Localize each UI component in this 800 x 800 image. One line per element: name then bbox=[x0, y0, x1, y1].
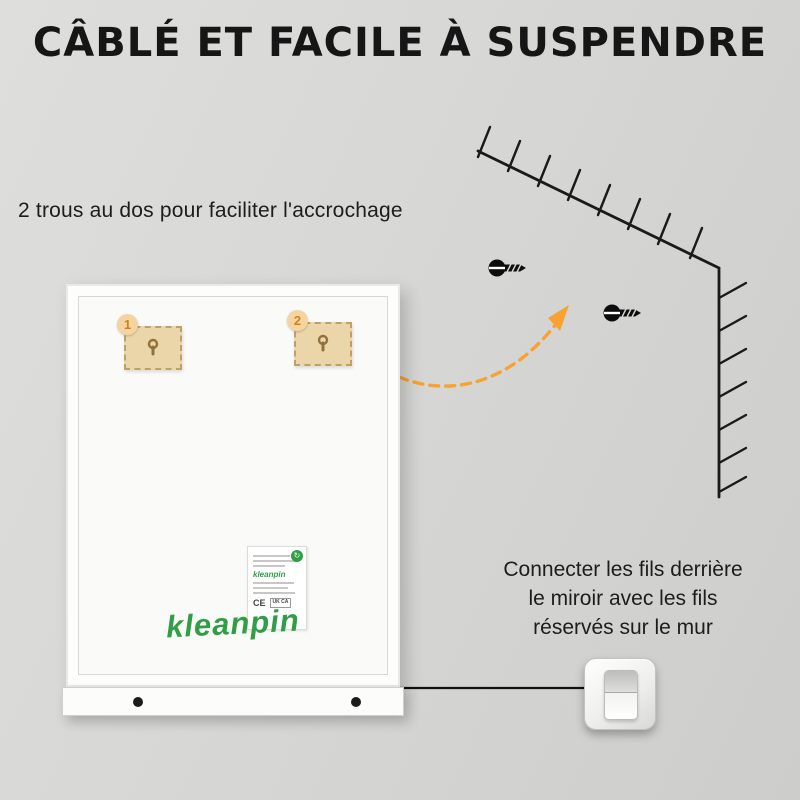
screw-icon-1 bbox=[488, 259, 526, 277]
switch-rocker-bottom bbox=[605, 693, 637, 719]
brand-logo: kleanpin bbox=[165, 602, 301, 645]
wiring-note: Connecter les fils derrière le miroir av… bbox=[478, 556, 768, 643]
hanger-number-2: 2 bbox=[287, 310, 308, 331]
ukca-mark: UK CA bbox=[269, 598, 292, 608]
mirror-bottom-ledge bbox=[62, 687, 404, 716]
wiring-note-line-2: le miroir avec les fils bbox=[528, 586, 718, 610]
screw-icon-2 bbox=[603, 304, 641, 322]
screw-cap-right bbox=[351, 697, 361, 707]
wiring-note-line-1: Connecter les fils derrière bbox=[503, 558, 743, 581]
product-label-sticker: ↻ kleanpin CE UK CA bbox=[247, 546, 307, 630]
hanging-note: 2 trous au dos pour faciliter l'accrocha… bbox=[18, 199, 403, 222]
sticker-text-line bbox=[253, 587, 288, 589]
page-title: CÂBLÉ ET FACILE À SUSPENDRE bbox=[32, 20, 768, 66]
ce-mark: CE bbox=[253, 598, 266, 608]
sticker-brand: kleanpin bbox=[253, 570, 286, 579]
sticker-text-line bbox=[253, 565, 285, 567]
keyhole-icon bbox=[147, 338, 159, 356]
keyhole-hanger-2 bbox=[294, 322, 352, 366]
switch-rocker-top bbox=[605, 671, 637, 694]
sticker-text-line bbox=[253, 582, 294, 584]
keyhole-hanger-1 bbox=[124, 326, 182, 370]
light-switch bbox=[584, 658, 656, 730]
recycle-icon: ↻ bbox=[291, 550, 303, 562]
keyhole-icon bbox=[317, 334, 329, 352]
wiring-note-line-3: réservés sur le mur bbox=[533, 615, 713, 639]
wall-corner-icon bbox=[476, 125, 748, 499]
sticker-text-line bbox=[253, 555, 291, 557]
sticker-text-line bbox=[253, 592, 296, 594]
switch-rocker bbox=[604, 670, 638, 720]
screw-cap-left bbox=[133, 697, 143, 707]
hanger-number-1: 1 bbox=[117, 314, 138, 335]
sticker-text-line bbox=[253, 560, 297, 562]
